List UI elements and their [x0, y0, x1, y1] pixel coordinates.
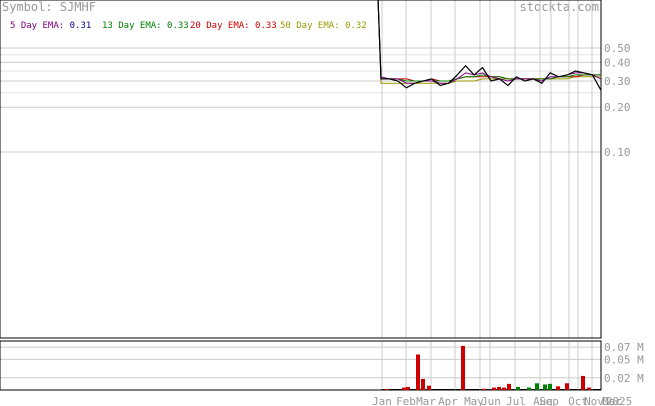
price-y-tick-label: 0.10	[604, 146, 631, 159]
x-tick-label: Jul	[506, 395, 526, 406]
site-label: stockta.com	[520, 0, 599, 14]
x-tick-label: Apr	[438, 395, 458, 406]
volume-bar	[461, 345, 465, 390]
volume-y-tick-label: 0.07 M	[604, 341, 644, 354]
volume-bars-group	[385, 345, 591, 390]
x-tick-label: Mar	[416, 395, 436, 406]
x-tick-label: Jan	[372, 395, 392, 406]
legend-ema50: 50 Day EMA: 0.32	[280, 21, 367, 31]
volume-bar	[402, 387, 406, 390]
volume-bar	[581, 375, 585, 390]
volume-bar	[502, 387, 506, 390]
legend-ema13-value: 0.33	[167, 21, 189, 31]
legend-ema13: 13 Day EMA: 0.33	[102, 21, 189, 31]
legend-ema50-value: 0.32	[345, 21, 367, 31]
x-tick-label: Sep	[539, 395, 559, 406]
x-tick-label: Aug	[533, 395, 553, 406]
volume-bar	[482, 388, 486, 390]
x-tick-label: Mar	[602, 395, 622, 406]
volume-y-tick-label: 0.02 M	[604, 372, 644, 385]
volume-bar	[548, 383, 552, 390]
volume-bar	[556, 386, 560, 390]
price-vertical-grid	[381, 0, 602, 338]
legend-ema5-label: 5 Day EMA:	[10, 21, 70, 31]
volume-bar	[427, 385, 431, 390]
price-line	[377, 0, 602, 91]
volume-bar	[587, 387, 591, 390]
ema-legend: 5 Day EMA: 0.31 13 Day EMA: 0.33 20 Day …	[10, 21, 367, 31]
volume-bar	[497, 386, 501, 390]
price-y-axis-labels: 0.500.40 0.30 0.20 0.10	[604, 42, 631, 159]
price-y-tick-label: 0.50	[604, 42, 631, 55]
price-panel: 0.500.40 0.30 0.20 0.10	[0, 0, 631, 339]
legend-ema5: 5 Day EMA: 0.31	[10, 21, 91, 31]
volume-y-tick-label: 0.05 M	[604, 353, 644, 366]
volume-bar	[507, 383, 511, 390]
symbol-label: Symbol: SJMHF	[2, 0, 96, 14]
x-tick-label: Jun	[481, 395, 501, 406]
legend-ema20-label: 20 Day EMA:	[190, 21, 255, 31]
legend-ema20: 20 Day EMA: 0.33	[190, 21, 277, 31]
legend-ema20-value: 0.33	[255, 21, 277, 31]
volume-bar	[535, 383, 539, 390]
volume-bar	[516, 386, 520, 390]
volume-panel-frame	[0, 340, 602, 391]
price-y-tick-label: 0.30	[604, 75, 631, 88]
price-panel-frame	[0, 0, 602, 339]
x-tick-label: Oct	[568, 395, 588, 406]
price-y-tick-label: 0.40	[604, 56, 631, 69]
volume-bar	[565, 383, 569, 390]
x-tick-label: 2025	[606, 395, 633, 406]
volume-bar	[527, 387, 531, 390]
price-y-tick-label: 0.20	[604, 101, 631, 114]
volume-vertical-grid	[381, 341, 602, 390]
volume-y-axis-labels: 0.07 M0.05 M 0.02 M	[604, 341, 644, 385]
legend-ema50-label: 50 Day EMA:	[280, 21, 345, 31]
volume-bar	[421, 378, 425, 390]
volume-bar	[416, 354, 420, 390]
x-tick-label: Dec	[602, 395, 622, 406]
volume-bar	[543, 384, 547, 390]
price-series-group	[377, 0, 602, 91]
x-tick-label: Feb	[396, 395, 416, 406]
volume-bar	[406, 386, 410, 390]
price-horizontal-grid	[0, 47, 601, 153]
volume-bar	[385, 389, 389, 390]
x-tick-label: May	[464, 395, 484, 406]
volume-bar	[492, 387, 496, 390]
x-tick-label: Nov	[584, 395, 604, 406]
legend-ema5-value: 0.31	[70, 21, 92, 31]
legend-ema13-label: 13 Day EMA:	[102, 21, 167, 31]
ema13-line	[377, 0, 601, 82]
volume-panel: 0.07 M0.05 M 0.02 M	[0, 340, 644, 391]
